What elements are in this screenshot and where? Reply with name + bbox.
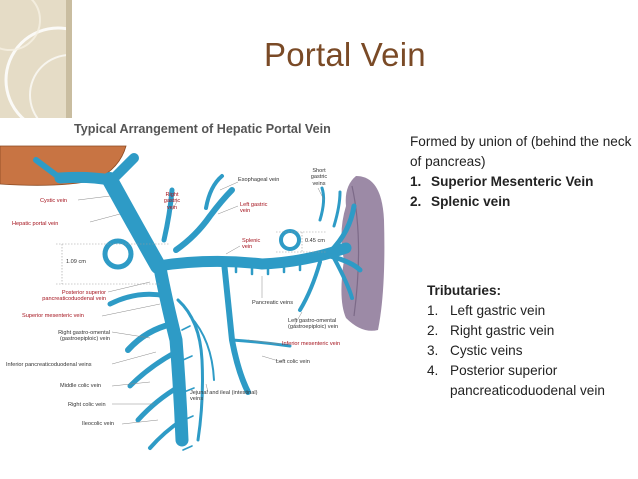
item-text: Posterior superior pancreaticoduodenal v… — [450, 363, 605, 398]
label-line: Left gastro-omental — [288, 318, 337, 324]
label-middle-colic-vein: Middle colic vein — [60, 383, 102, 389]
item-text: Right gastric vein — [450, 323, 555, 338]
corner-decoration — [0, 0, 72, 118]
label-pancreatic-veins: Pancreatic veins — [252, 300, 294, 306]
label-short-gastric-veins: Short gastric veins — [306, 168, 332, 187]
item-number: 1. — [427, 303, 439, 318]
label-line: vein — [242, 244, 253, 251]
tributary-item: 4. Posterior superior pancreaticoduodenal… — [427, 361, 632, 401]
label-line: Right gastro-omental — [58, 330, 110, 336]
label-right-gastro-omental: Right gastro-omental (gastroepiploic) ve… — [30, 330, 110, 343]
spleen-shape — [341, 176, 385, 331]
label-line: (gastroepiploic) vein — [59, 336, 110, 343]
tributaries-text: Tributaries: 1. Left gastric vein 2. Right… — [427, 281, 632, 401]
label-hepatic-portal-vein: Hepatic portal vein — [12, 221, 59, 227]
item-number: 1. — [410, 174, 422, 189]
item-text: Splenic vein — [431, 194, 511, 209]
item-text: Superior Mesenteric Vein — [431, 174, 594, 189]
formation-item: 2. Splenic vein — [410, 192, 632, 212]
label-line: veins — [190, 396, 204, 403]
label-line: pancreaticoduodenal vein — [42, 296, 106, 303]
label-line: Jejunal and ileal (intestinal) — [190, 390, 258, 396]
label-line: veins — [312, 180, 326, 187]
label-posterior-superior-pancreaticoduodenal: Posterior superior pancreaticoduodenal v… — [24, 290, 106, 303]
tributary-item: 2. Right gastric vein — [427, 321, 632, 341]
label-line: (gastroepiploic) vein — [288, 324, 339, 331]
label-right-colic-vein: Right colic vein — [68, 402, 106, 408]
tributary-item: 3. Cystic veins — [427, 341, 632, 361]
label-line: gastric — [163, 198, 181, 205]
tributary-item: 1. Left gastric vein — [427, 301, 632, 321]
item-number: 3. — [427, 343, 439, 358]
label-superior-mesenteric-vein: Superior mesenteric vein — [22, 313, 84, 319]
label-splenic-vein: Splenic vein — [242, 238, 260, 251]
slide-title: Portal Vein — [264, 36, 426, 73]
label-line: Posterior superior — [61, 290, 106, 296]
label-right-gastric-vein: Right gastric vein — [160, 192, 184, 211]
label-ileocolic-vein: Ileocolic vein — [82, 421, 115, 427]
label-line: Right — [165, 192, 179, 198]
label-line: Splenic — [242, 238, 261, 244]
item-text: Cystic veins — [450, 343, 523, 358]
label-cystic-vein: Cystic vein — [40, 198, 68, 204]
tributaries-heading: Tributaries: — [427, 283, 502, 298]
label-measure-left: 1.09 cm — [66, 259, 86, 265]
label-line: vein — [166, 204, 178, 211]
label-line: gastric — [310, 174, 328, 181]
label-inferior-pancreaticoduodenal: Inferior pancreaticoduodenal veins — [6, 362, 92, 368]
formation-list: 1. Superior Mesenteric Vein 2. Splenic vei… — [410, 172, 632, 212]
label-line: vein — [240, 208, 251, 215]
formation-text: Formed by union of (behind the neck of p… — [410, 132, 632, 212]
label-line: Left gastric — [240, 202, 268, 208]
formation-item: 1. Superior Mesenteric Vein — [410, 172, 632, 192]
item-text: Left gastric vein — [450, 303, 546, 318]
label-left-colic-vein: Left colic vein — [276, 359, 310, 365]
formation-intro: Formed by union of (behind the neck of p… — [410, 134, 632, 169]
label-left-gastric-vein: Left gastric vein — [240, 202, 267, 215]
label-left-gastro-omental: Left gastro-omental (gastroepiploic) vei… — [288, 318, 338, 331]
label-esophageal-vein: Esophageal vein — [238, 177, 280, 183]
diagram-title: Typical Arrangement of Hepatic Portal Ve… — [74, 122, 331, 136]
label-jejunal-ileal-veins: Jejunal and ileal (intestinal) veins — [190, 390, 257, 403]
item-number: 2. — [410, 194, 422, 209]
label-line: Short — [312, 168, 326, 174]
item-number: 4. — [427, 363, 439, 378]
tributaries-list: 1. Left gastric vein 2. Right gastric vein… — [427, 301, 632, 401]
portal-vein-diagram — [0, 145, 385, 451]
item-number: 2. — [427, 323, 439, 338]
label-inferior-mesenteric-vein: Inferior mesenteric vein — [282, 341, 341, 347]
label-measure-right: 0.45 cm — [305, 238, 325, 244]
